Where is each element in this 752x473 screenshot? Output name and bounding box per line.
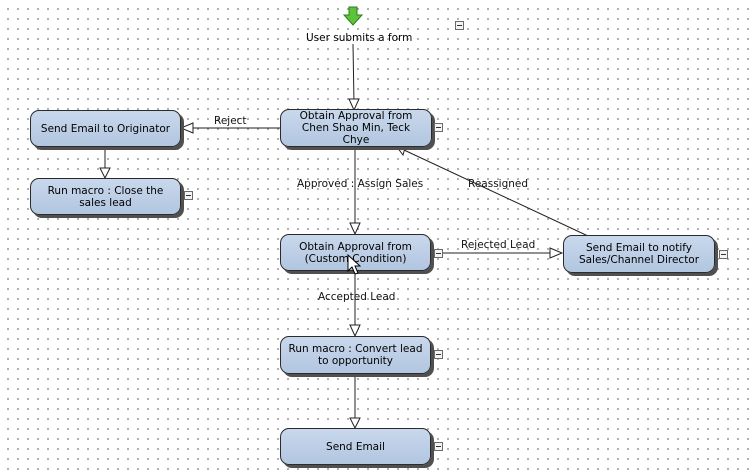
node-run-macro-convert-lead[interactable]: Run macro : Convert lead to opportunity	[280, 336, 431, 374]
node-label: Obtain Approval from (Custom Condition)	[299, 240, 412, 265]
node-obtain-approval-chen[interactable]: Obtain Approval from Chen Shao Min, Teck…	[280, 109, 432, 147]
arrowhead	[349, 324, 361, 338]
arrowhead	[349, 222, 361, 236]
edge-label-reject: Reject	[214, 115, 247, 127]
edge-label-approved: Approved : Assign Sales	[297, 178, 424, 190]
start-collapse-toggle[interactable]	[455, 21, 464, 30]
node-send-email-notify-director[interactable]: Send Email to notify Sales/Channel Direc…	[563, 235, 715, 273]
node-send-email-originator[interactable]: Send Email to Originator	[30, 110, 181, 147]
edge-label-rejected-lead: Rejected Lead	[461, 239, 536, 251]
node-collapse-toggle[interactable]	[434, 350, 443, 359]
node-label: Obtain Approval from Chen Shao Min, Teck…	[299, 110, 413, 146]
connector-start-to-approval	[352, 43, 355, 105]
arrowhead	[179, 122, 194, 134]
green-down-arrow-icon[interactable]	[343, 6, 363, 26]
node-collapse-toggle[interactable]	[184, 191, 193, 200]
arrowhead	[549, 247, 564, 259]
node-label: Run macro : Close the sales lead	[47, 184, 164, 209]
node-collapse-toggle[interactable]	[434, 442, 443, 451]
node-collapse-toggle[interactable]	[434, 123, 443, 132]
node-label: Send Email to Originator	[40, 122, 171, 135]
start-label: User submits a form	[306, 32, 413, 44]
node-collapse-toggle[interactable]	[434, 249, 443, 258]
edge-label-accepted-lead: Accepted Lead	[318, 291, 396, 303]
edge-label-reassigned: Reassigned	[468, 178, 529, 190]
connector-reassigned	[403, 149, 589, 237]
arrowhead	[349, 417, 361, 430]
node-label: Send Email	[326, 440, 385, 453]
node-obtain-approval-custom[interactable]: Obtain Approval from (Custom Condition)	[280, 234, 431, 271]
node-send-email[interactable]: Send Email	[280, 428, 431, 465]
node-label: Run macro : Convert lead to opportunity	[288, 343, 423, 367]
node-label: Send Email to notify Sales/Channel Direc…	[578, 242, 700, 266]
node-run-macro-close-lead[interactable]: Run macro : Close the sales lead	[30, 178, 181, 215]
node-collapse-toggle[interactable]	[719, 250, 728, 259]
arrowhead	[99, 167, 111, 180]
